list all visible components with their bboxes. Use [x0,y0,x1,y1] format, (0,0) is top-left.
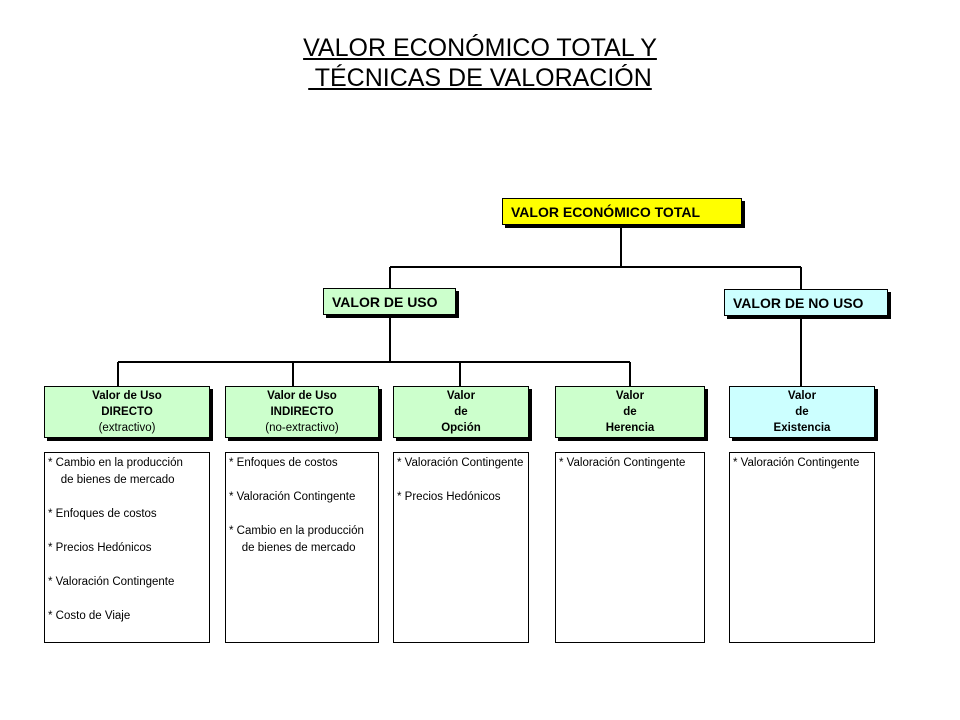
technique-item: * Cambio en la producción de bienes de m… [229,525,364,554]
technique-list-valor-opcion: * Valoración Contingente * Precios Hedóni… [393,452,529,643]
technique-item: * Precios Hedónicos [397,491,501,503]
category-label: INDIRECTO [270,406,334,418]
category-label: Existencia [773,422,831,434]
category-label: Valor [615,390,645,402]
title-line-1: VALOR ECONÓMICO TOTAL Y [303,34,657,62]
node-valor-de-no-uso: VALOR DE NO USO [724,289,888,316]
category-label: Valor de Uso [267,390,337,402]
technique-item: * Valoración Contingente [229,491,356,503]
category-label: Valor [787,390,817,402]
node-valor-de-uso: VALOR DE USO [323,288,456,315]
technique-item: * Valoración Contingente [48,576,175,588]
category-label: Herencia [605,422,655,434]
technique-list-valor-herencia: * Valoración Contingente [555,452,705,643]
technique-list-valor-uso-directo: * Cambio en la producción de bienes de m… [44,452,210,643]
category-label: (extractivo) [98,422,156,434]
technique-item: * Enfoques de costos [48,508,157,520]
category-label: de [795,406,809,418]
category-label: Valor de Uso [92,390,162,402]
category-label: Opción [441,422,481,434]
technique-item: * Enfoques de costos [229,457,338,469]
technique-item: * Precios Hedónicos [48,542,152,554]
category-label: (no-extractivo) [265,422,339,434]
node-valor-economico-total: VALOR ECONÓMICO TOTAL [502,198,742,225]
technique-item: * Cambio en la producción de bienes de m… [48,457,183,486]
technique-list-valor-uso-indirecto: * Enfoques de costos * Valoración Conting… [225,452,379,643]
technique-item: * Valoración Contingente [733,457,860,469]
title-line-2: TÉCNICAS DE VALORACIÓN [308,64,652,92]
category-label: de [623,406,637,418]
technique-item: * Valoración Contingente [397,457,524,469]
technique-item: * Costo de Viaje [48,610,131,622]
category-label: DIRECTO [101,406,153,418]
category-label: de [454,406,468,418]
category-label: Valor [446,390,476,402]
technique-list-valor-existencia: * Valoración Contingente [729,452,875,643]
technique-item: * Valoración Contingente [559,457,686,469]
